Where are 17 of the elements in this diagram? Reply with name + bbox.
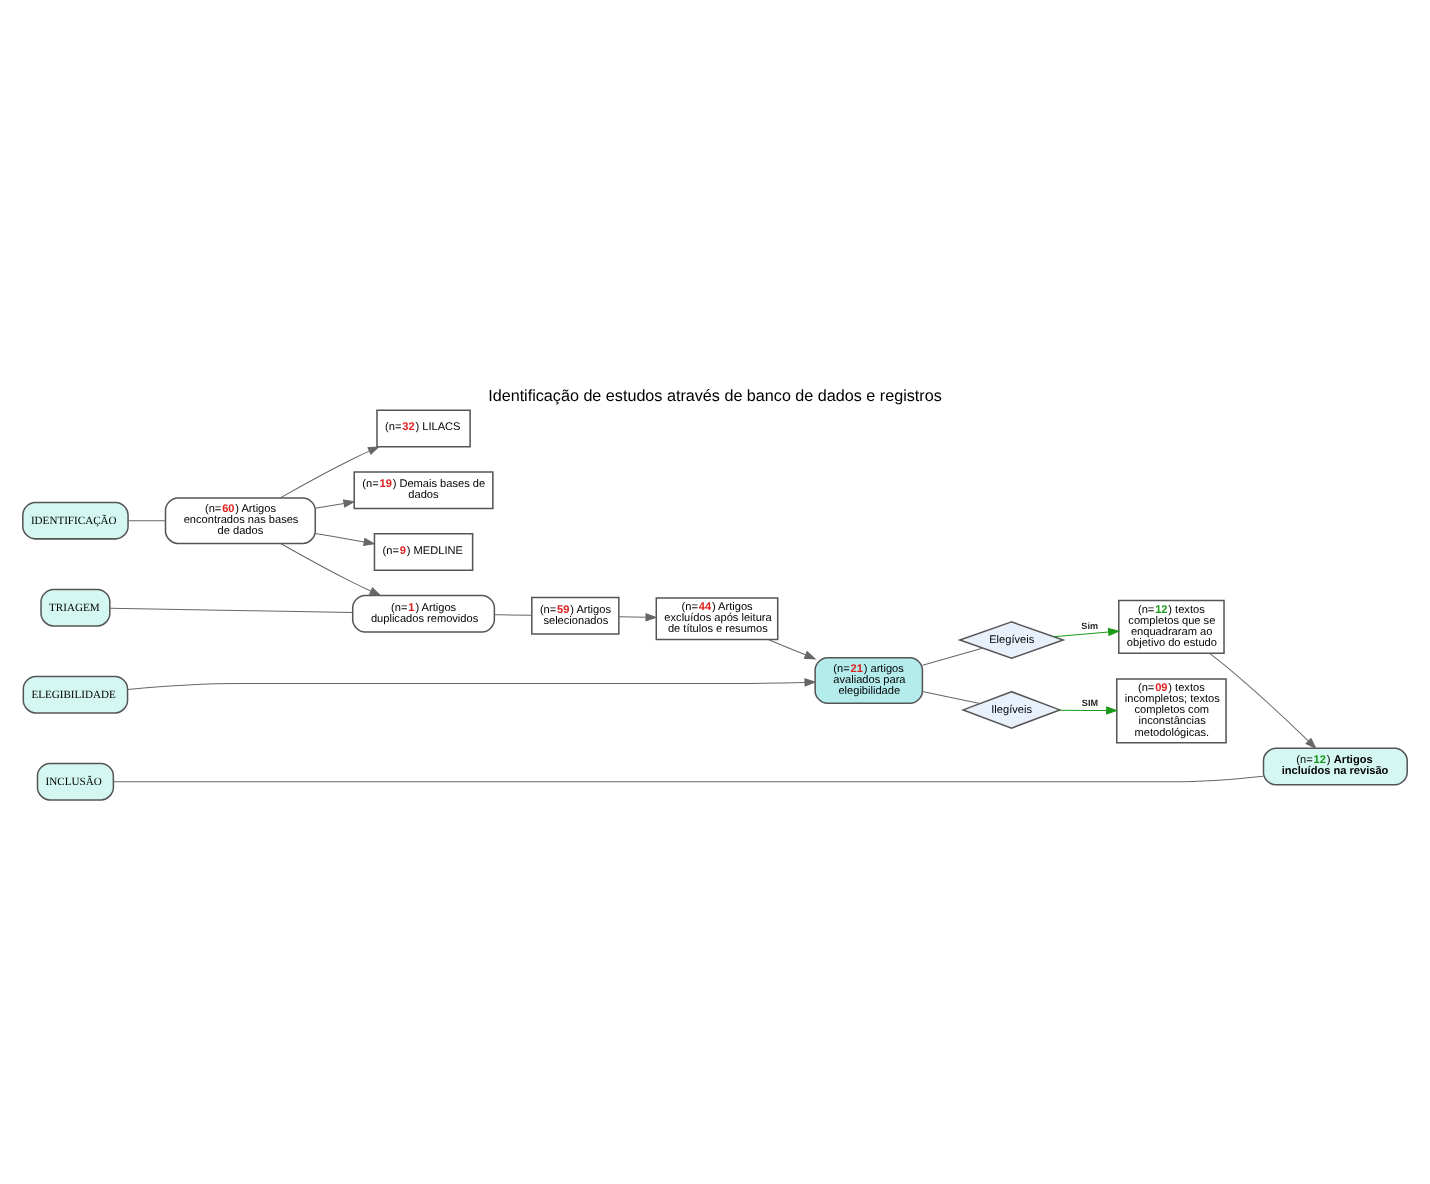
connector: [127, 520, 166, 522]
arrow: [1208, 652, 1317, 750]
connector: [922, 691, 981, 705]
diagram-title: Identificação de estudos através de banco de dados e registros: [488, 387, 942, 406]
connector: [494, 614, 533, 616]
arrow: [314, 532, 376, 547]
connector: [922, 647, 983, 666]
arrow: [280, 542, 382, 597]
arrow: [618, 613, 658, 622]
arrow: [279, 446, 381, 499]
arrow: [768, 639, 817, 660]
arrow: [1058, 706, 1119, 715]
arrow: [314, 499, 356, 509]
connector: [113, 775, 1264, 783]
connector: [109, 607, 354, 614]
arrow: [127, 678, 817, 690]
arrow: [1053, 627, 1121, 638]
